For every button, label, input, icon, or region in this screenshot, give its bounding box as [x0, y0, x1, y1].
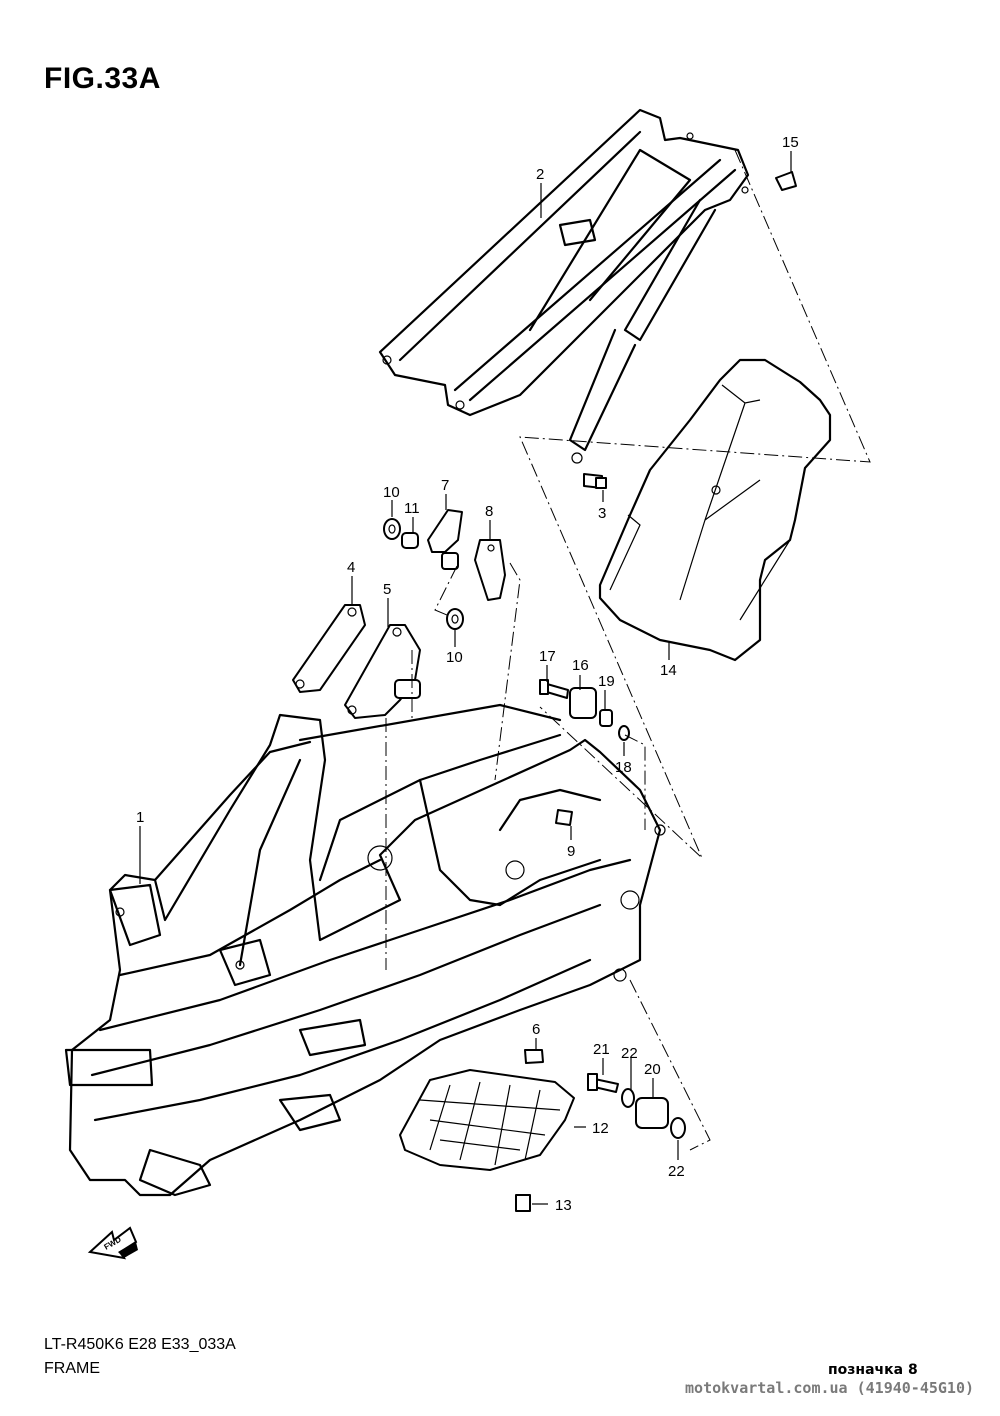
washer-10-top-drawing: [383, 518, 401, 540]
callout-19: 19: [598, 673, 615, 690]
seat-rail-drawing: [378, 108, 750, 464]
bolt-21-drawing: [587, 1073, 619, 1093]
model-code: LT-R450K6 E28 E33_033A: [44, 1336, 236, 1353]
callout-9: 9: [567, 843, 575, 860]
bolt-17-drawing: [539, 679, 569, 699]
rear-fender-drawing: [598, 358, 832, 662]
bolt-9-drawing: [555, 809, 573, 826]
washer-18-drawing: [618, 725, 630, 741]
bracket-4-drawing: [292, 604, 366, 693]
callout-3: 3: [598, 505, 606, 522]
callout-7: 7: [441, 477, 449, 494]
callout-22-bottom: 22: [668, 1163, 685, 1180]
figure-title: FIG.33A: [44, 62, 161, 95]
bolt-3-drawing: [583, 473, 607, 489]
bracket-5-drawing: [344, 624, 421, 719]
bolt-6-drawing: [524, 1049, 544, 1064]
bushing-20-drawing: [635, 1097, 669, 1129]
fwd-arrow-icon: FWD: [87, 1226, 138, 1260]
bushing-16-drawing: [569, 687, 597, 719]
spacer-19-drawing: [599, 709, 613, 727]
callout-6: 6: [532, 1021, 540, 1038]
washer-22-bottom-drawing: [670, 1117, 686, 1139]
bolt-15-drawing: [775, 171, 797, 191]
callout-18: 18: [615, 759, 632, 776]
main-frame-drawing: [64, 703, 666, 1197]
callout-21: 21: [593, 1041, 610, 1058]
callout-10-bottom: 10: [446, 649, 463, 666]
callout-10-top: 10: [383, 484, 400, 501]
figure-caption: FRAME: [44, 1360, 100, 1377]
callout-16: 16: [572, 657, 589, 674]
washer-22-top-drawing: [621, 1088, 635, 1108]
callout-13: 13: [555, 1197, 572, 1214]
collar-11-drawing: [401, 532, 419, 549]
footrest-12-drawing: [399, 1069, 575, 1171]
footer-site[interactable]: motokvartal.com.ua (41940-45G10): [685, 1379, 974, 1397]
footer-note: позначка 8: [828, 1362, 918, 1378]
leader-lines: [139, 149, 871, 1205]
bracket-7-drawing: [427, 509, 463, 570]
callout-20: 20: [644, 1061, 661, 1078]
callout-11: 11: [404, 500, 420, 517]
callout-14: 14: [660, 662, 677, 679]
callout-4: 4: [347, 559, 355, 576]
callout-15: 15: [782, 134, 799, 151]
callout-8: 8: [485, 503, 493, 520]
callout-22-top: 22: [621, 1045, 638, 1062]
callout-2: 2: [536, 166, 544, 183]
bracket-8-drawing: [474, 539, 506, 601]
callout-17: 17: [539, 648, 556, 665]
callout-12: 12: [592, 1120, 609, 1137]
callout-1: 1: [136, 809, 144, 826]
washer-10-bottom-drawing: [446, 608, 464, 630]
bolt-13-drawing: [515, 1194, 531, 1212]
callout-5: 5: [383, 581, 391, 598]
